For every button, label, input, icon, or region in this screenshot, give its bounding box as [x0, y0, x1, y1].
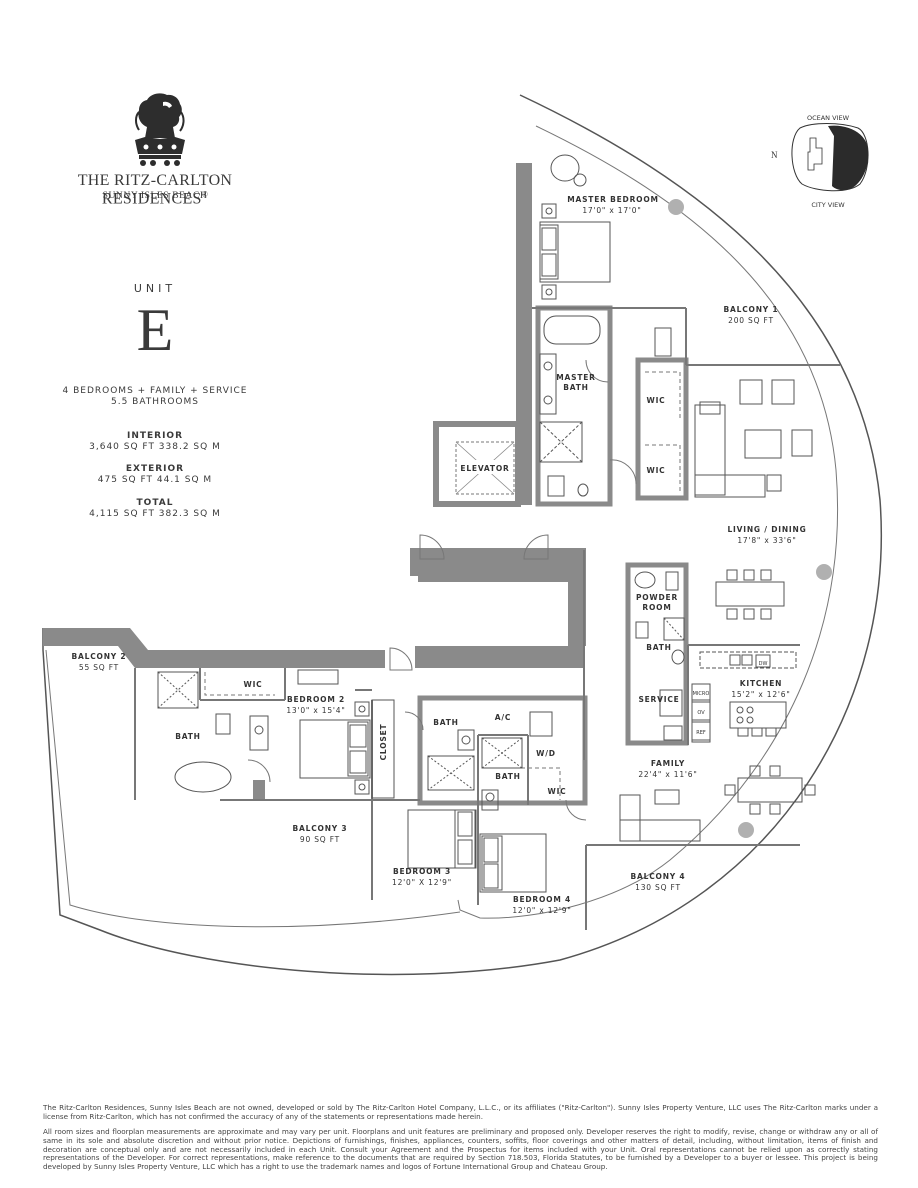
unit-label: UNIT [133, 282, 177, 295]
bedroom4-label: BEDROOM 4 [513, 895, 571, 904]
brand-name: THE RITZ-CARLTON RESIDENCES® [30, 172, 280, 208]
family-furniture [619, 765, 816, 842]
master-bedroom-dim: 17'0" x 17'0" [582, 206, 641, 215]
service-wing-fixtures [634, 571, 685, 741]
balcony3-label: BALCONY 3 [293, 824, 348, 833]
refrigerator-label: REF [696, 730, 706, 736]
total-label: TOTAL [136, 498, 174, 508]
living-label: LIVING / DINING [727, 525, 806, 534]
service-label: SERVICE [638, 695, 679, 704]
bedroom3-label: BEDROOM 3 [393, 867, 451, 876]
master-bath-label: MASTER [556, 373, 595, 382]
kitchen-dim: 15'2" x 12'6" [731, 690, 790, 699]
washer-dryer-label: W/D [536, 749, 556, 758]
bedroom3-bath-label: BATH [433, 718, 459, 727]
bedroom4-bath-label: BATH [495, 772, 521, 781]
living-dim: 17'8" x 33'6" [737, 536, 796, 545]
glass-line-south [45, 649, 461, 928]
brand-name-text: THE RITZ-CARLTON RESIDENCES [77, 172, 233, 208]
master-bath-fixtures [539, 315, 601, 497]
wic-shelves [204, 371, 681, 800]
family-dim: 22'4" x 11'6" [638, 770, 697, 779]
balcony1-area: 200 SQ FT [728, 316, 774, 325]
kitchen-fixtures [691, 651, 797, 743]
structural-walls [43, 163, 689, 806]
columns [668, 199, 832, 838]
exterior-value: 475 SQ FT 44.1 SQ M [97, 475, 213, 485]
north-label: N [771, 150, 778, 160]
unit-summary-line1: 4 BEDROOMS + FAMILY + SERVICE [62, 386, 248, 396]
unit-summary-line2: 5.5 BATHROOMS [111, 397, 199, 407]
disclaimer-paragraph-2: All room sizes and floorplan measurement… [43, 1127, 878, 1172]
service-bath-label: BATH [646, 643, 672, 652]
bedroom2-label: BEDROOM 2 [287, 695, 345, 704]
bedroom4-wic-label: WIC [548, 787, 567, 796]
bedroom4-dim: 12'0" x 12'9" [512, 906, 571, 915]
door-swings [247, 359, 637, 821]
glass-line-east [457, 125, 839, 919]
balcony2-area: 55 SQ FT [79, 663, 119, 672]
powder-label: POWDER [636, 593, 678, 602]
master-bath-label-2: BATH [563, 383, 589, 392]
wic-label-1: WIC [647, 396, 666, 405]
oven-label: OV [697, 710, 705, 716]
key-plan: OCEAN VIEW CITY VIEW N [771, 114, 869, 209]
lion-crown-logo [135, 93, 185, 166]
elevator-label: ELEVATOR [460, 464, 509, 473]
outer-slab-edge [42, 94, 882, 976]
family-label: FAMILY [651, 759, 685, 768]
bedroom34-baths [407, 711, 553, 893]
balcony4-label: BALCONY 4 [631, 872, 686, 881]
kitchen-label: KITCHEN [740, 679, 783, 688]
dishwasher-label: DW [759, 661, 768, 667]
wic-label-2: WIC [647, 466, 666, 475]
interior-value: 3,640 SQ FT 338.2 SQ M [89, 442, 221, 452]
balcony3-area: 90 SQ FT [300, 835, 340, 844]
exterior-label: EXTERIOR [125, 464, 185, 474]
balcony2-label: BALCONY 2 [72, 652, 127, 661]
bedroom2-bath-label: BATH [175, 732, 201, 741]
interior-label: INTERIOR [126, 431, 184, 441]
bedroom2-dim: 13'0" x 15'4" [286, 706, 345, 715]
closet-label: CLOSET [379, 724, 388, 761]
total-value: 4,115 SQ FT 382.3 SQ M [89, 509, 221, 519]
ocean-view-label: OCEAN VIEW [807, 114, 850, 122]
brand-location: SUNNY ISLES BEACH [102, 191, 208, 201]
bedroom3-dim: 12'0" X 12'9" [392, 878, 452, 887]
bedroom2-wic-label: WIC [244, 680, 263, 689]
powder-label-2: ROOM [642, 603, 671, 612]
disclaimer-paragraph-1: The Ritz-Carlton Residences, Sunny Isles… [43, 1103, 878, 1121]
microwave-label: MICRO [693, 691, 710, 697]
master-bedroom-furniture [539, 154, 672, 357]
balcony4-area: 130 SQ FT [635, 883, 681, 892]
bedroom2-furniture [157, 669, 395, 799]
floor-plan: MASTER BEDROOM 17'0" x 17'0" BALCONY 1 2… [42, 94, 882, 976]
master-bedroom-label: MASTER BEDROOM [567, 195, 659, 204]
living-furniture [694, 379, 813, 620]
partitions [134, 307, 840, 930]
balcony1-label: BALCONY 1 [724, 305, 779, 314]
elevator-shaft [455, 441, 515, 495]
city-view-label: CITY VIEW [811, 201, 845, 209]
registered-mark: ® [201, 190, 209, 199]
ac-label: A/C [495, 713, 511, 722]
unit-letter: E [136, 297, 174, 363]
